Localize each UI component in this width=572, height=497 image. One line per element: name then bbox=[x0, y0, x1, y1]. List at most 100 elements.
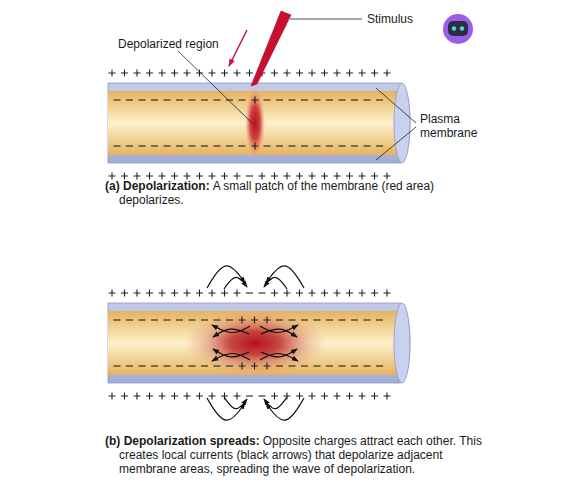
logo-badge bbox=[443, 14, 473, 44]
positive-charge bbox=[196, 70, 203, 77]
positive-charge bbox=[221, 70, 228, 77]
leader-line bbox=[178, 51, 253, 124]
negative-charge bbox=[176, 319, 183, 320]
negative-charge bbox=[114, 319, 121, 320]
negative-charge bbox=[351, 99, 358, 100]
negative-charge bbox=[126, 145, 133, 146]
positive-charge bbox=[309, 393, 316, 400]
positive-charge bbox=[146, 173, 153, 180]
local-current-arrow bbox=[213, 329, 249, 337]
logo-circle bbox=[443, 14, 473, 44]
axon-interior bbox=[108, 311, 400, 375]
positive-charge bbox=[284, 393, 291, 400]
text-block: Depolarized region bbox=[118, 37, 248, 51]
negative-charge bbox=[126, 319, 133, 320]
positive-charge bbox=[359, 393, 366, 400]
negative-charge bbox=[301, 99, 308, 100]
leader-line bbox=[376, 127, 416, 160]
local-current-arrow bbox=[261, 349, 297, 357]
positive-charge bbox=[321, 393, 328, 400]
positive-charge bbox=[284, 70, 291, 77]
positive-charge bbox=[146, 290, 153, 297]
positive-charge bbox=[209, 173, 216, 180]
negative-charge bbox=[376, 99, 383, 100]
positive-charge bbox=[334, 393, 341, 400]
positive-charge bbox=[134, 393, 141, 400]
local-current-arrow bbox=[264, 397, 287, 409]
positive-charge bbox=[109, 393, 116, 400]
negative-charge bbox=[226, 99, 233, 100]
negative-charge bbox=[214, 319, 221, 320]
positive-charge bbox=[251, 363, 258, 370]
positive-charge bbox=[334, 70, 341, 77]
positive-charge bbox=[109, 70, 116, 77]
positive-charge bbox=[121, 290, 128, 297]
positive-charge bbox=[359, 70, 366, 77]
negative-charge bbox=[351, 319, 358, 320]
positive-charge bbox=[371, 70, 378, 77]
positive-charge bbox=[252, 97, 259, 104]
positive-charge bbox=[384, 290, 391, 297]
positive-charge bbox=[359, 290, 366, 297]
positive-charge bbox=[384, 173, 391, 180]
negative-charge bbox=[259, 395, 266, 396]
negative-charge bbox=[214, 145, 221, 146]
positive-charge bbox=[284, 290, 291, 297]
negative-charge bbox=[151, 99, 158, 100]
positive-charge bbox=[359, 173, 366, 180]
local-current-arrow bbox=[207, 398, 245, 420]
positive-charge bbox=[239, 363, 246, 370]
positive-charge bbox=[321, 70, 328, 77]
positive-charge bbox=[296, 290, 303, 297]
negative-charge bbox=[239, 99, 246, 100]
positive-charge bbox=[246, 70, 253, 77]
positive-charge bbox=[271, 290, 278, 297]
negative-charge bbox=[246, 395, 253, 396]
positive-charge bbox=[171, 173, 178, 180]
local-current-arrow bbox=[261, 329, 297, 337]
positive-charge bbox=[264, 363, 271, 370]
negative-charge bbox=[176, 99, 183, 100]
positive-charge bbox=[121, 393, 128, 400]
positive-charge bbox=[296, 70, 303, 77]
negative-charge bbox=[364, 365, 371, 366]
negative-charge bbox=[326, 365, 333, 366]
positive-charge bbox=[346, 70, 353, 77]
positive-charge bbox=[221, 290, 228, 297]
negative-charge bbox=[114, 365, 121, 366]
positive-charge bbox=[159, 173, 166, 180]
positive-charge bbox=[159, 393, 166, 400]
negative-charge bbox=[376, 365, 383, 366]
positive-charge bbox=[121, 173, 128, 180]
positive-charge bbox=[346, 173, 353, 180]
negative-charge bbox=[126, 365, 133, 366]
positive-charge bbox=[271, 393, 278, 400]
negative-charge bbox=[246, 292, 253, 293]
negative-charge bbox=[289, 145, 296, 146]
positive-charge bbox=[234, 173, 241, 180]
negative-charge bbox=[351, 145, 358, 146]
negative-charge bbox=[201, 365, 208, 366]
negative-charge bbox=[289, 319, 296, 320]
negative-charge bbox=[189, 145, 196, 146]
positive-charge bbox=[321, 290, 328, 297]
text-block: (a) Depolarization:A small patch of the … bbox=[105, 179, 469, 207]
positive-charge bbox=[209, 290, 216, 297]
negative-charge bbox=[276, 365, 283, 366]
positive-charge bbox=[371, 290, 378, 297]
negative-charge bbox=[314, 319, 321, 320]
part-label: Stimulus bbox=[367, 12, 413, 26]
positive-charge bbox=[321, 173, 328, 180]
negative-charge bbox=[364, 99, 371, 100]
negative-charge bbox=[114, 99, 121, 100]
positive-charge bbox=[159, 70, 166, 77]
part-label: Depolarized region bbox=[118, 37, 219, 51]
local-current-arrow bbox=[266, 398, 304, 420]
negative-charge bbox=[226, 145, 233, 146]
depolarized-area bbox=[183, 310, 327, 376]
positive-charge bbox=[252, 143, 259, 150]
local-current-arrow bbox=[264, 277, 287, 289]
negative-charge bbox=[301, 319, 308, 320]
negative-charge bbox=[139, 145, 146, 146]
depolarized-area bbox=[245, 90, 265, 156]
